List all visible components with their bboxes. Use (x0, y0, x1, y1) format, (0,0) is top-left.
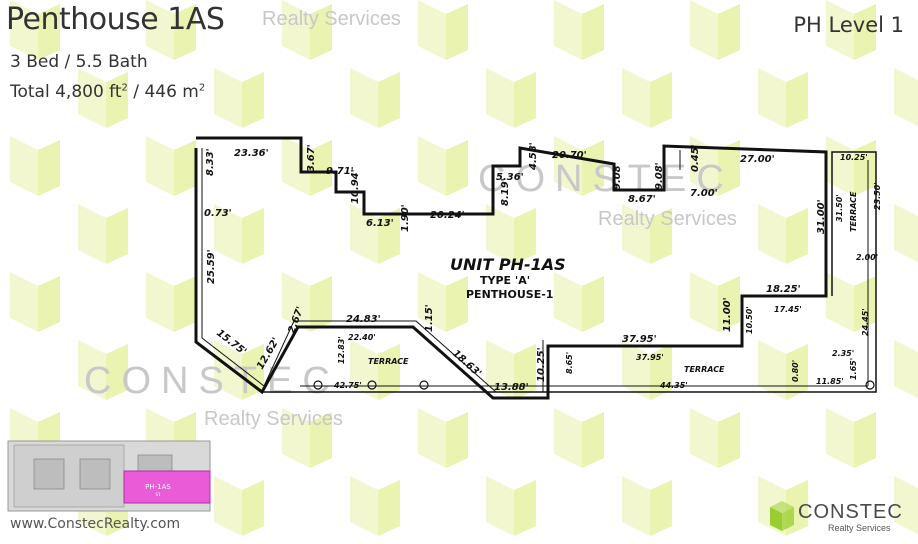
watermark-brand: CONSTEC (84, 360, 340, 402)
dim-label: 8.67' (628, 194, 656, 205)
dim-label: 9.71' (326, 166, 354, 177)
dim-label: 44.35' (659, 381, 688, 390)
watermark-tagline: Realty Services (598, 208, 737, 230)
unit-outline (194, 136, 828, 400)
beds-baths: 3 Bed / 5.5 Bath (10, 52, 148, 72)
constec-logo: CONSTEC Realty Services (768, 495, 913, 539)
dim-label: 37.95' (622, 334, 657, 345)
area-sup-2: 2 (198, 82, 206, 94)
highlighted-unit (123, 470, 211, 504)
dim-label: 37.95' (636, 353, 664, 362)
dim-label: 11.00' (722, 297, 733, 332)
dim-label: 18.25' (766, 284, 801, 295)
dim-label: 12.83' (337, 336, 346, 364)
floor-label: PENTHOUSE-1 (466, 288, 553, 301)
terrace-outline (262, 151, 877, 393)
dim-label: 25.59' (206, 249, 217, 284)
dim-label: 20.24' (430, 210, 465, 221)
watermark-tagline: Realty Services (204, 408, 343, 430)
dim-label: 2.67' (286, 305, 306, 335)
dim-label: 8.65' (565, 352, 574, 374)
dim-label: 23.50' (873, 182, 882, 210)
column-marker (367, 380, 377, 390)
dim-label: 31.50' (835, 194, 844, 222)
logo-icon (770, 501, 794, 531)
dim-label: 22.40' (348, 333, 376, 342)
dim-label: 5.36' (496, 172, 524, 183)
dim-label: 3.67' (306, 144, 317, 172)
terrace-label: TERRACE (684, 365, 725, 374)
dim-label: 8.19' (500, 178, 511, 206)
logo-tagline: Realty Services (828, 523, 891, 533)
dim-label: 1.65' (849, 358, 858, 380)
dim-label: 42.75' (333, 381, 362, 390)
total-area: Total 4,800 ft2 / 446 m2 (10, 82, 205, 102)
dim-label: 6.13' (366, 218, 394, 229)
watermark-tagline: Realty Services (262, 8, 401, 30)
level-label: PH Level 1 (793, 13, 904, 37)
dim-label: 10.50' (745, 306, 754, 334)
dim-label: 17.45' (774, 305, 802, 314)
dim-label: 2.00' (856, 253, 878, 262)
unit-label: UNIT PH-1AS (450, 255, 566, 274)
dim-label: 20.70' (552, 150, 587, 161)
dim-label: 10.25' (536, 347, 547, 382)
logo-name: CONSTEC (798, 501, 903, 523)
dim-label: 23.36' (234, 148, 269, 159)
area-sup-1: 2 (121, 82, 128, 94)
dim-label: 0.73' (204, 208, 232, 219)
dim-label: 2.35' (832, 349, 854, 358)
page-title: Penthouse 1AS (6, 2, 225, 37)
dim-label: 1.90' (400, 204, 411, 232)
dim-label: 0.80' (791, 360, 800, 382)
column-marker (865, 380, 875, 390)
dim-label: 9.08' (654, 162, 665, 190)
keyplan-unit-label: PH-1AS (145, 483, 171, 491)
dim-label: 13.88' (494, 382, 529, 393)
terrace-label: TERRACE (849, 191, 858, 232)
dim-label: 10.25' (840, 153, 868, 162)
keyplan-unit-sub: S1 (155, 492, 161, 497)
dim-label: 27.00' (740, 154, 775, 165)
column-marker (313, 380, 323, 390)
dim-label: 9.08' (612, 162, 623, 190)
dim-label: 1.15' (424, 304, 435, 332)
dim-label: 31.00' (816, 199, 827, 234)
terrace-label: TERRACE (368, 357, 409, 366)
dim-label: 10.94' (350, 169, 361, 204)
dim-label: 24.83' (346, 314, 381, 325)
type-label: TYPE 'A' (480, 274, 530, 287)
key-plan: PH-1AS S1 (7, 440, 211, 512)
column-marker (419, 380, 429, 390)
website-link[interactable]: www.ConstecRealty.com (10, 516, 181, 532)
dim-label: 15.75' (214, 328, 248, 358)
dim-label: 0.45' (690, 144, 701, 172)
dim-label: 4.58' (528, 142, 539, 171)
dim-label: 11.85' (816, 377, 844, 386)
dim-label: 7.00' (690, 188, 718, 199)
area-mid: / 446 m (127, 82, 199, 102)
dim-label: 8.33' (205, 148, 216, 176)
area-prefix: Total 4,800 ft (10, 82, 122, 102)
dim-label: 24.45' (861, 308, 870, 336)
